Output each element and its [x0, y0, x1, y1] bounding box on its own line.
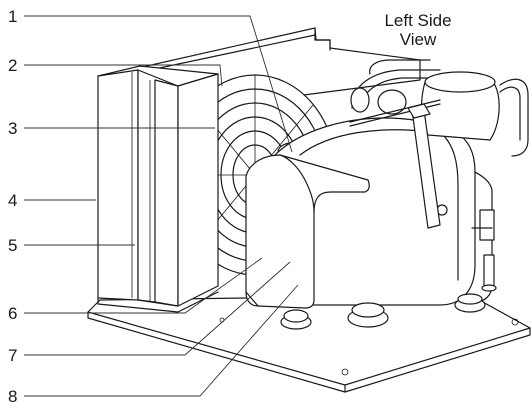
callout-7: 7: [8, 346, 17, 365]
callout-2: 2: [8, 56, 17, 75]
electrical-box: [245, 154, 370, 309]
leader-2: [24, 64, 223, 87]
callout-6: 6: [8, 304, 17, 323]
leader-1: [24, 15, 293, 153]
view-title-line2: View: [400, 30, 437, 49]
callout-8: 8: [8, 387, 17, 406]
callout-1: 1: [8, 7, 17, 26]
compressor-mounts: [280, 293, 486, 330]
leader-7: [24, 261, 291, 356]
condenser-coil: [97, 65, 219, 313]
leader-6: [24, 257, 263, 314]
accumulator: [421, 71, 500, 141]
callout-3: 3: [8, 119, 17, 138]
mounting-strap: [407, 103, 441, 229]
view-title-line1: Left Side: [384, 11, 451, 30]
leader-8: [24, 284, 299, 397]
callout-5: 5: [8, 236, 17, 255]
service-valves: [471, 209, 497, 292]
refrigerant-tubing: [350, 59, 529, 157]
callout-4: 4: [8, 191, 17, 210]
